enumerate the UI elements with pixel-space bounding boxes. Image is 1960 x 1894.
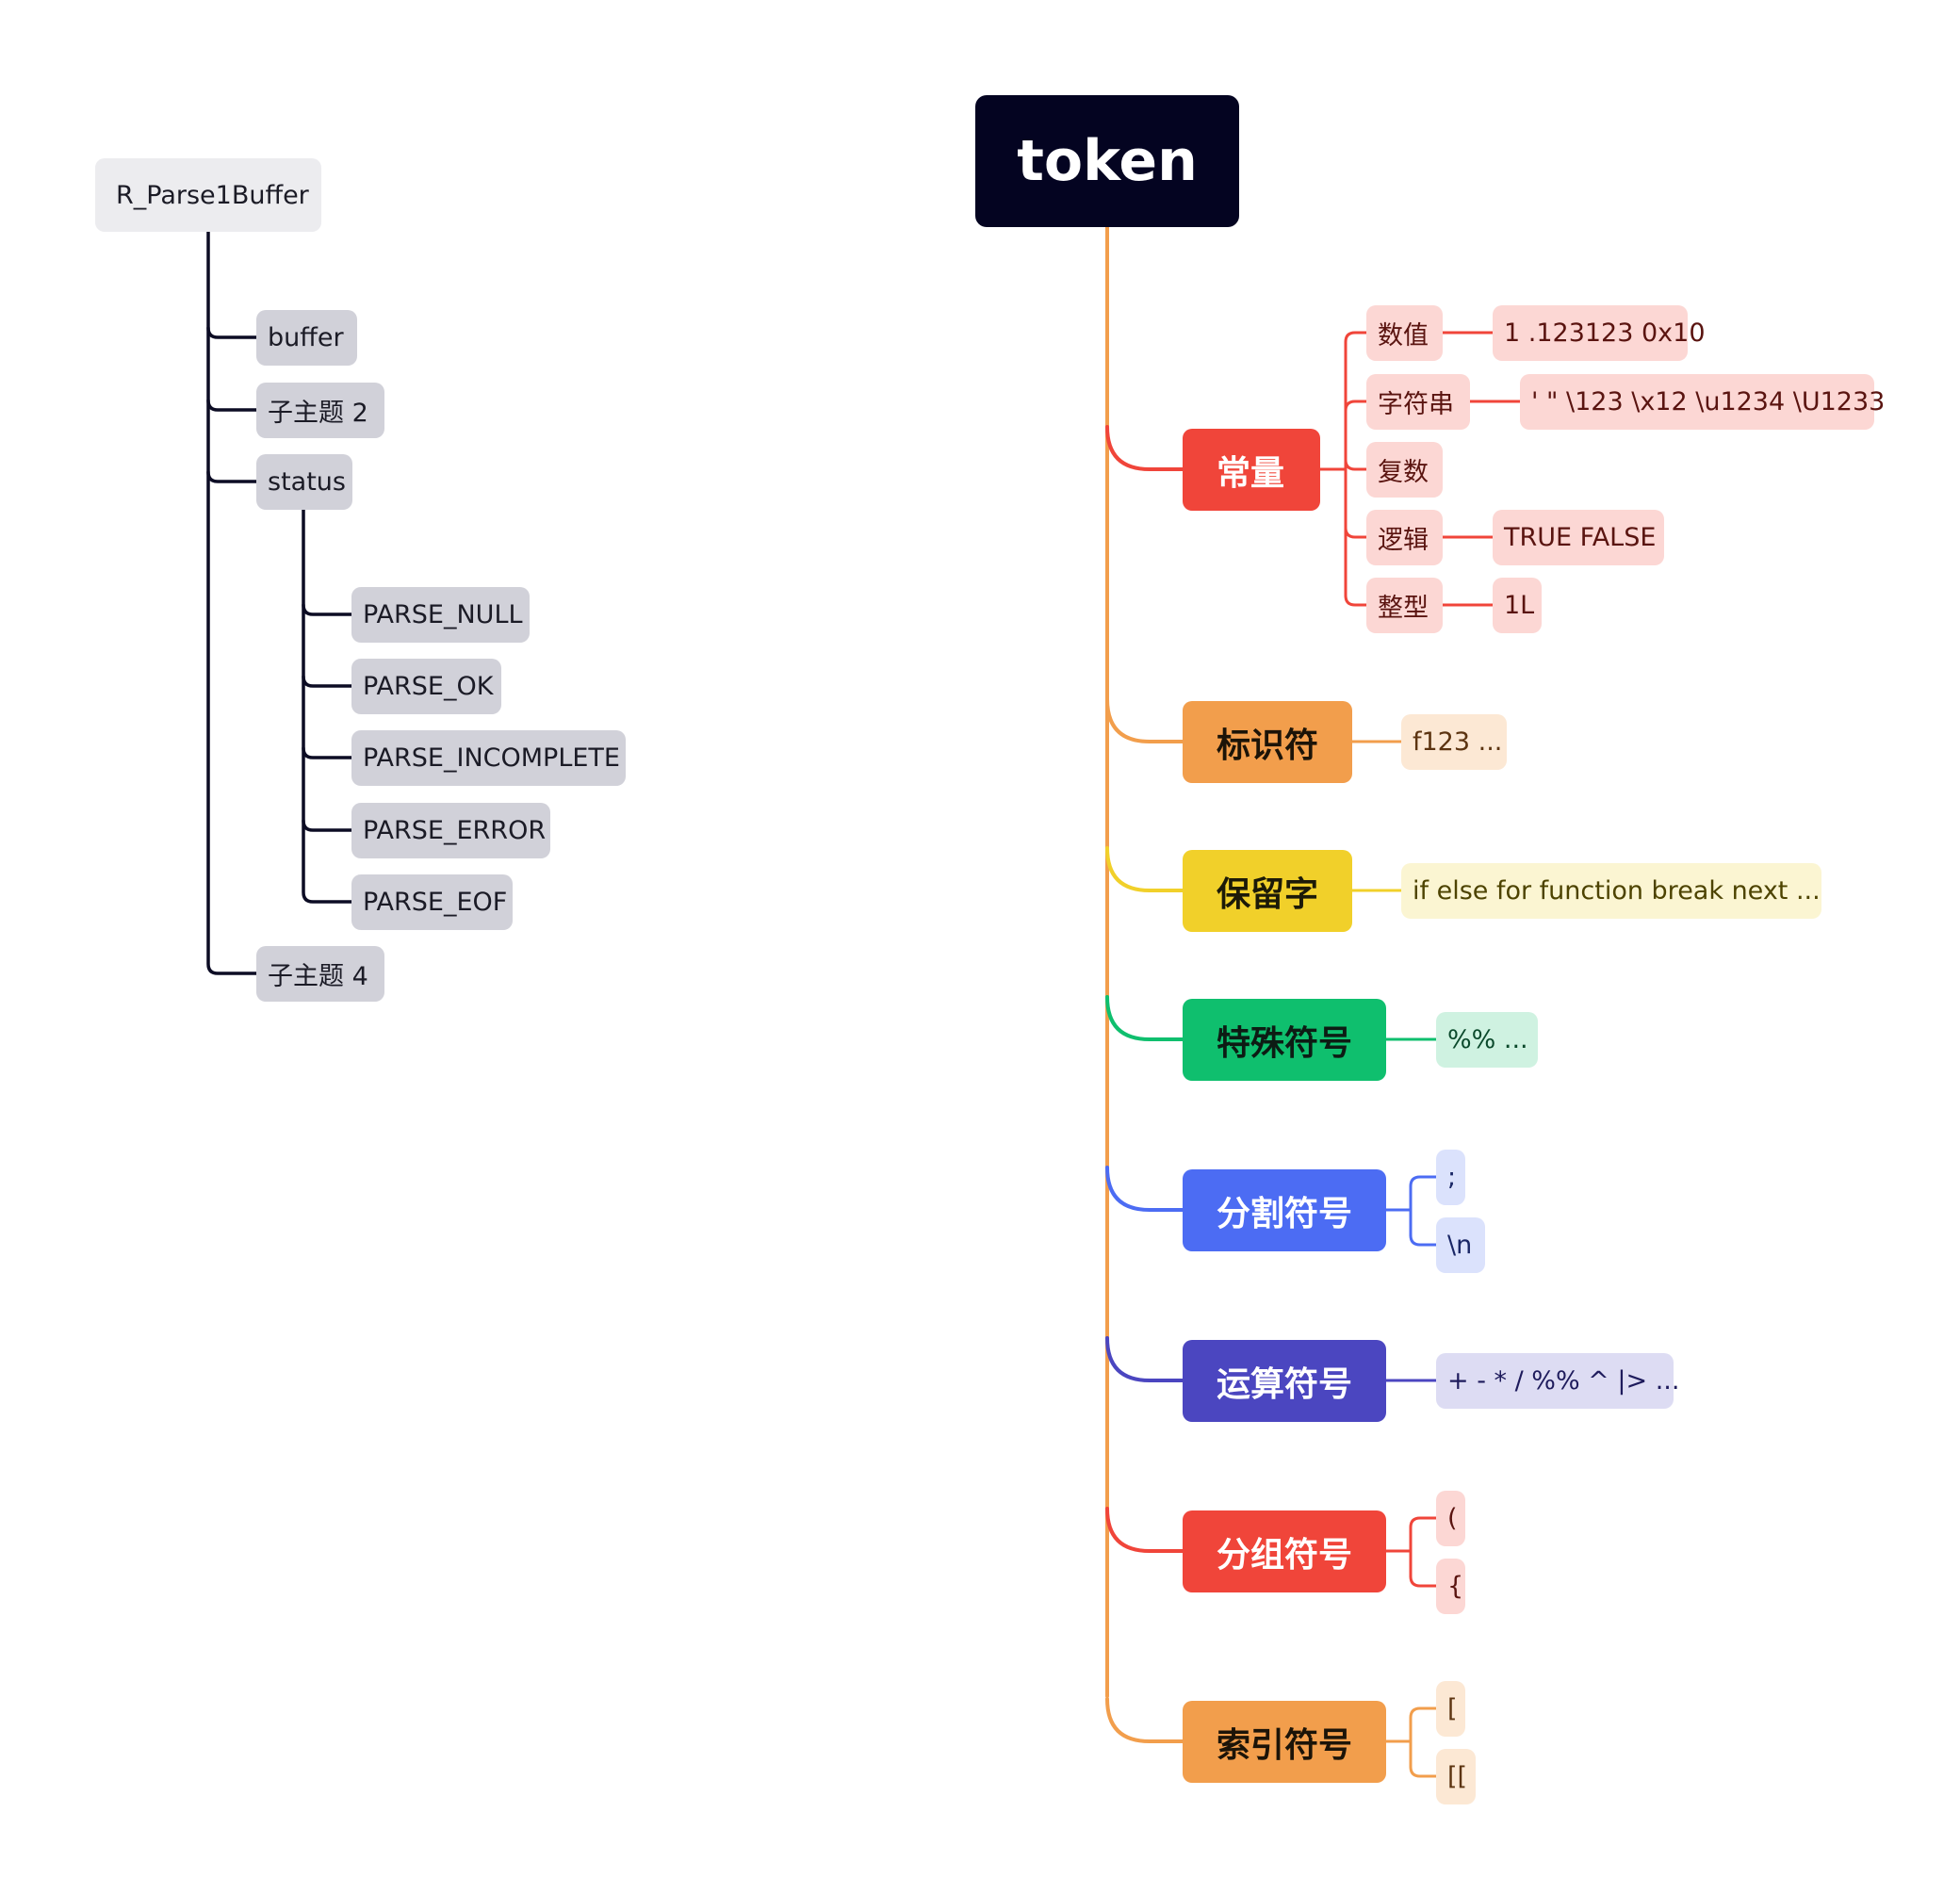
left-branch-line-2 (206, 470, 258, 483)
constant-sub-link-2 (1344, 458, 1368, 471)
left-trunk-line (206, 230, 258, 975)
category-index[interactable]: 索引符号 (1183, 1701, 1386, 1783)
constant-sub-link-3 (1344, 526, 1368, 539)
leaf-link-7-a (1409, 1706, 1438, 1720)
separator-semicolon[interactable]: ; (1436, 1150, 1465, 1205)
constant-sub-numeric[interactable]: 数值 (1366, 305, 1443, 361)
constant-sub-link-4 (1344, 594, 1368, 607)
category-operator[interactable]: 运算符号 (1183, 1340, 1386, 1422)
status-branch-line-0 (302, 603, 353, 616)
leaf-link-4-a (1409, 1175, 1438, 1188)
category-link-6 (1105, 1507, 1184, 1553)
logical-value[interactable]: TRUE FALSE (1493, 510, 1664, 565)
leaf-link-7-b (1409, 1765, 1438, 1778)
leaf-link-6-b (1409, 1575, 1438, 1588)
category-link-4 (1105, 1166, 1184, 1212)
left-branch-line-1 (206, 399, 258, 412)
category-link-0 (1105, 425, 1184, 471)
constant-sub-string[interactable]: 字符串 (1366, 374, 1470, 430)
identifier-example[interactable]: f123 ... (1401, 714, 1507, 770)
separator-newline[interactable]: \n (1436, 1217, 1485, 1273)
token-root-node[interactable]: token (975, 95, 1239, 227)
category-link-2 (1105, 846, 1184, 892)
category-constant[interactable]: 常量 (1183, 429, 1320, 511)
constant-sub-link-1 (1344, 400, 1368, 413)
category-reserved-word[interactable]: 保留字 (1183, 850, 1352, 932)
category-link-3 (1105, 995, 1184, 1041)
status-parse-eof[interactable]: PARSE_EOF (351, 874, 513, 930)
integer-value[interactable]: 1L (1493, 578, 1542, 633)
leaf-link-4-b (1409, 1233, 1438, 1247)
grouping-paren[interactable]: ( (1436, 1491, 1465, 1546)
reserved-word-examples[interactable]: if else for function break next ... (1401, 863, 1821, 919)
numeric-value[interactable]: 1 .123123 0x10 (1493, 305, 1706, 361)
status-branch-line-3 (302, 819, 353, 832)
status-branch-line-2 (302, 746, 353, 759)
category-link-1 (1105, 697, 1184, 743)
category-separator[interactable]: 分割符号 (1183, 1169, 1386, 1251)
status-branch-line-1 (302, 675, 353, 688)
category-special-symbol[interactable]: 特殊符号 (1183, 999, 1386, 1081)
left-branch-line-0 (206, 326, 258, 339)
constant-sub-logical[interactable]: 逻辑 (1366, 510, 1443, 565)
category-link-7 (1105, 1697, 1184, 1743)
left-tree-child-subtopic-4[interactable]: 子主题 4 (256, 946, 384, 1002)
category-identifier[interactable]: 标识符 (1183, 701, 1352, 783)
special-symbol-example[interactable]: %% ... (1436, 1012, 1538, 1068)
status-parse-incomplete[interactable]: PARSE_INCOMPLETE (351, 730, 626, 786)
left-tree-child-subtopic-2[interactable]: 子主题 2 (256, 383, 384, 438)
category-link-5 (1105, 1336, 1184, 1382)
grouping-brace[interactable]: { (1436, 1559, 1465, 1614)
left-tree-root[interactable]: R_Parse1Buffer (95, 158, 321, 232)
left-tree-child-status[interactable]: status (256, 454, 352, 510)
operator-examples[interactable]: + - * / %% ^ |> ... (1436, 1353, 1679, 1409)
status-parse-error[interactable]: PARSE_ERROR (351, 803, 550, 858)
index-double-bracket[interactable]: [[ (1436, 1749, 1476, 1804)
status-parse-ok[interactable]: PARSE_OK (351, 659, 501, 714)
string-value[interactable]: ' " \123 \x12 \u1234 \U1233 (1520, 374, 1885, 430)
left-tree-child-buffer[interactable]: buffer (256, 310, 357, 366)
constant-sub-complex[interactable]: 复数 (1366, 442, 1443, 498)
index-single-bracket[interactable]: [ (1436, 1681, 1465, 1737)
status-trunk-line (302, 508, 353, 904)
leaf-link-6-a (1409, 1516, 1438, 1529)
constant-sub-link-0 (1344, 331, 1368, 344)
constant-sub-integer[interactable]: 整型 (1366, 578, 1443, 633)
category-grouping[interactable]: 分组符号 (1183, 1510, 1386, 1592)
status-parse-null[interactable]: PARSE_NULL (351, 587, 530, 643)
